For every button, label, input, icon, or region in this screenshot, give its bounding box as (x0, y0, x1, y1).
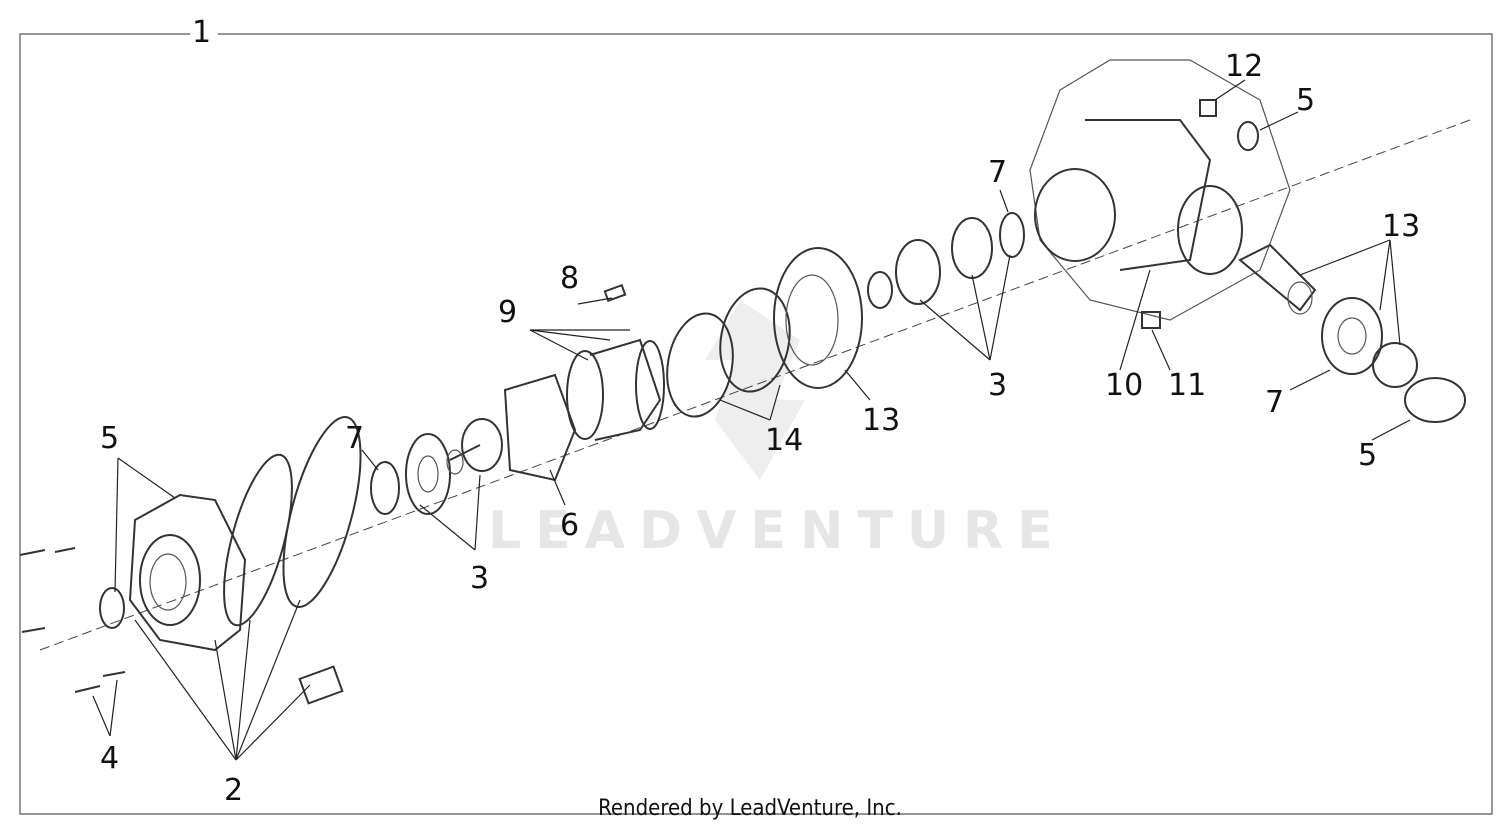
pinion-shaft-13 (1238, 243, 1317, 315)
callout-5-left: 5 (100, 421, 119, 456)
bolts-left (19, 547, 126, 693)
roller-cage-9 (566, 338, 665, 441)
callout-7-right-seal: 7 (988, 155, 1007, 190)
callout-6: 6 (560, 508, 579, 543)
callout-2: 2 (224, 773, 243, 808)
connector-plug (298, 665, 344, 705)
pinion-bearing-7 (1321, 297, 1383, 375)
pinion-spacer (1372, 342, 1418, 388)
callout-5-housing: 5 (1296, 83, 1315, 118)
callout-13-ring-gear: 13 (862, 403, 900, 438)
vent-plug-12 (1199, 99, 1217, 117)
left-cover-housing (128, 493, 247, 652)
callout-8: 8 (560, 261, 579, 296)
left-seal-7 (370, 461, 400, 515)
drain-plug-11 (1141, 311, 1161, 329)
callout-12: 12 (1225, 49, 1263, 84)
right-seal-7 (999, 212, 1025, 258)
callout-10: 10 (1105, 368, 1143, 403)
render-credit: Rendered by LeadVenture, Inc. (598, 796, 902, 821)
right-bearing-3a (895, 239, 941, 305)
right-shaft-end (867, 271, 893, 309)
gasket-ring-1 (223, 453, 293, 627)
snap-ring-14 (719, 287, 791, 393)
main-gear-housing-10 (1029, 59, 1291, 321)
watermark-logo (705, 300, 805, 480)
right-bearing-3b (951, 217, 993, 279)
assembly-label: 1 (192, 15, 211, 50)
callout-5-pinion: 5 (1358, 438, 1377, 473)
pinion-seal-5 (1404, 377, 1466, 423)
callout-9: 9 (498, 295, 517, 330)
left-shaft-hub (446, 418, 503, 475)
callout-11: 11 (1168, 368, 1206, 403)
leader-lines (92, 79, 1411, 761)
gasket-ring-2 (282, 416, 362, 608)
pin-8 (603, 283, 627, 303)
callout-13-pinion: 13 (1382, 209, 1420, 244)
callout-7-left: 7 (345, 421, 364, 456)
callout-14: 14 (765, 423, 803, 458)
armature-ring-14 (666, 312, 734, 418)
ring-gear-13 (773, 247, 863, 389)
callout-4: 4 (100, 741, 119, 776)
watermark-text: LEADVENTURE (488, 501, 1067, 561)
housing-seal-5 (1237, 121, 1259, 151)
spring-plate-6 (503, 373, 577, 482)
left-bearing-3 (405, 433, 451, 515)
assembly-frame (19, 33, 1493, 815)
left-seal-ring (99, 587, 125, 629)
callout-3-right: 3 (988, 368, 1007, 403)
callout-3-left: 3 (470, 561, 489, 596)
callout-7-pinion: 7 (1265, 385, 1284, 420)
